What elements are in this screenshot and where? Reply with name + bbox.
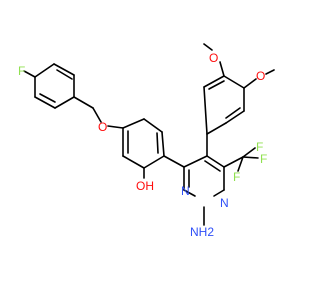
bond [73,96,94,109]
oxygen-atom: O [209,51,218,65]
bond [34,63,55,78]
bond [161,131,165,157]
fluorine-atom: F [256,140,263,154]
bond [206,155,225,168]
bond [54,96,75,109]
bond [203,75,225,88]
bond [183,155,208,168]
oxygen-atom: O [256,69,265,83]
diagram-background [0,0,300,300]
bond [265,69,275,75]
hydroxyl-label: OH [136,179,154,193]
bond [23,70,36,78]
bond [56,69,73,80]
bond [203,43,213,51]
bond [208,80,225,90]
bond [237,156,244,172]
nitrogen-atom: N [181,184,190,198]
bond [92,107,102,123]
molecule-structure-diagram: F O OH O O F F F N N NH2 [0,0,300,300]
bond [203,86,208,135]
bond [122,118,145,129]
bond [243,78,257,89]
bond [225,107,241,119]
atom-labels: F O OH O O F F F N N NH2 [18,51,267,239]
bond [163,155,185,168]
bond [204,160,221,172]
oxygen-atom: O [98,120,107,134]
bond [53,63,75,76]
bond [39,93,56,103]
bond-lines [23,43,275,226]
fluorine-atom: F [260,152,267,166]
bond [242,156,259,159]
bond [213,189,225,197]
bond [122,155,145,169]
bond [143,155,165,169]
bond [223,75,245,89]
bond [183,189,196,197]
amino-group-label: NH2 [190,225,214,239]
bond [107,125,124,129]
bond [242,147,256,158]
bond [219,61,225,77]
fluorine-atom: F [18,64,25,78]
nitrogen-atom: N [220,196,229,210]
bond [206,122,227,135]
bond [34,96,56,109]
bond [225,110,245,124]
fluorine-atom: F [233,170,240,184]
bond [143,118,163,133]
bond [156,132,159,154]
bond [223,156,244,168]
